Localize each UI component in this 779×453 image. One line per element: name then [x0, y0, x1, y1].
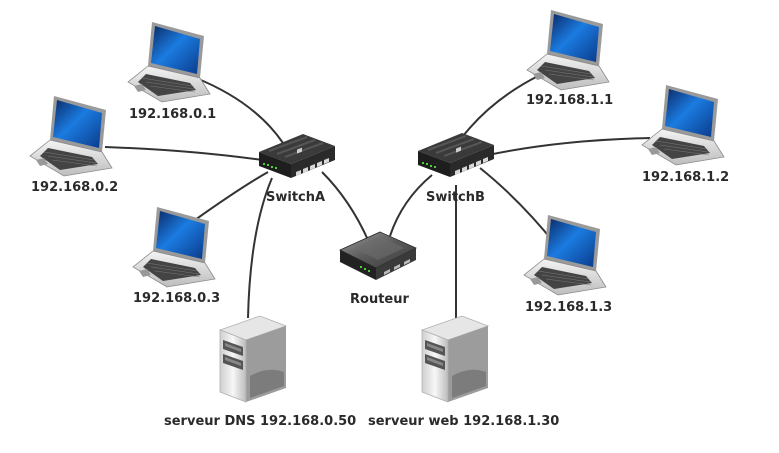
web-server-icon	[421, 315, 489, 403]
router-label: Routeur	[350, 292, 409, 307]
link-laptop-a2-switch-a	[104, 146, 263, 161]
link-laptop-a1-switch-a	[195, 77, 284, 144]
link-router-switch-b	[389, 174, 433, 237]
link-server-dns-switch-a	[247, 177, 273, 319]
laptop-a2-icon	[29, 95, 113, 177]
laptop-a2-ip-label: 192.168.0.2	[31, 180, 118, 195]
laptop-b1-icon	[526, 9, 610, 91]
dns-server-icon	[219, 315, 287, 403]
laptop-b3-icon	[523, 214, 607, 296]
switch-a-label: SwitchA	[266, 190, 325, 205]
laptop-b2-ip-label: 192.168.1.2	[642, 170, 729, 185]
link-router-switch-a	[321, 171, 369, 241]
laptop-a1-icon	[127, 21, 211, 103]
link-laptop-a3-switch-a	[194, 171, 269, 221]
laptop-a1-ip-label: 192.168.0.1	[129, 107, 216, 122]
web-server-label: serveur web 192.168.1.30	[368, 414, 559, 429]
link-laptop-b1-switch-b	[459, 74, 541, 141]
switch-b-label: SwitchB	[426, 190, 485, 205]
laptop-a3-icon	[132, 206, 216, 288]
laptop-b2-icon	[641, 84, 725, 166]
laptop-b1-ip-label: 192.168.1.1	[526, 93, 613, 108]
laptop-a3-ip-label: 192.168.0.3	[133, 291, 220, 306]
router-icon	[339, 231, 417, 281]
laptop-b3-ip-label: 192.168.1.3	[525, 300, 612, 315]
link-laptop-b2-switch-b	[487, 137, 651, 156]
network-links	[104, 74, 651, 319]
dns-server-label: serveur DNS 192.168.0.50	[164, 414, 356, 429]
switch-a-icon	[258, 133, 336, 179]
link-laptop-b3-switch-b	[479, 167, 557, 246]
